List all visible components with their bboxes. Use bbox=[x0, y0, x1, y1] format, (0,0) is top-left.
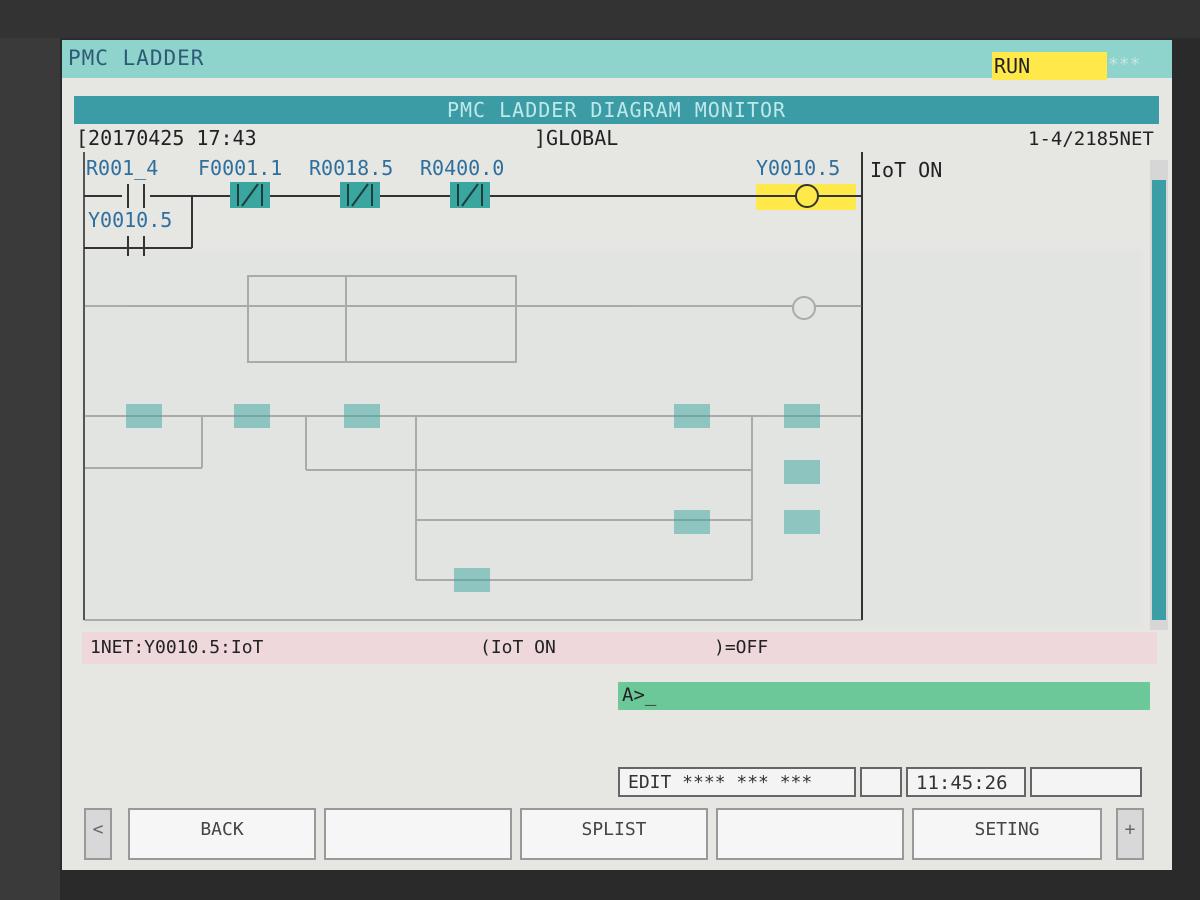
mode-blank-box-2 bbox=[1030, 767, 1142, 797]
monitor-bezel-left bbox=[0, 0, 60, 900]
ladder-diagram bbox=[83, 152, 863, 621]
softkey-splist[interactable]: SPLIST bbox=[520, 808, 708, 860]
contact-address: R001_4 bbox=[86, 156, 159, 180]
header-bar: PMC LADDER bbox=[62, 40, 1172, 78]
monitor-title-bar: PMC LADDER DIAGRAM MONITOR bbox=[74, 96, 1159, 124]
branch-contact-address: Y0010.5 bbox=[88, 208, 173, 232]
net-info: 1NET:Y0010.5:IoT bbox=[90, 637, 264, 658]
softkey-left-arrow[interactable]: < bbox=[84, 808, 112, 860]
cnc-screen: PMC LADDER RUN *** PMC LADDER DIAGRAM MO… bbox=[62, 40, 1172, 870]
ladder-blurred-region bbox=[82, 250, 1142, 625]
command-prompt: A>_ bbox=[622, 684, 657, 706]
run-status-badge: RUN bbox=[992, 52, 1107, 80]
contact-address: F0001.1 bbox=[198, 156, 283, 180]
scrollbar-thumb[interactable] bbox=[1152, 180, 1166, 620]
mode-indicator: EDIT **** *** *** bbox=[618, 767, 856, 797]
command-input[interactable]: A>_ bbox=[618, 682, 1150, 710]
monitor-title: PMC LADDER DIAGRAM MONITOR bbox=[446, 98, 787, 122]
screen-title: PMC LADDER bbox=[68, 46, 205, 70]
softkey-right-arrow[interactable]: + bbox=[1116, 808, 1144, 860]
mode-blank-box bbox=[860, 767, 902, 797]
run-stars: *** bbox=[1108, 54, 1141, 75]
edit-mode-text: EDIT **** *** *** bbox=[628, 772, 813, 793]
contact-address: R0018.5 bbox=[309, 156, 394, 180]
monitor-bezel-top bbox=[0, 0, 1200, 38]
coil-comment: IoT ON bbox=[870, 158, 943, 182]
clock: 11:45:26 bbox=[916, 772, 1008, 794]
date-time: [20170425 17:43 bbox=[76, 126, 257, 150]
softkey-2[interactable] bbox=[324, 808, 512, 860]
softkey-seting[interactable]: SETING bbox=[912, 808, 1102, 860]
contact-address: R0400.0 bbox=[420, 156, 505, 180]
net-state: )=OFF bbox=[714, 637, 769, 658]
net-range: 1-4/2185NET bbox=[1028, 128, 1154, 150]
softkey-4[interactable] bbox=[716, 808, 904, 860]
coil-address: Y0010.5 bbox=[756, 156, 841, 180]
clock-box: 11:45:26 bbox=[906, 767, 1026, 797]
net-status-bar: 1NET:Y0010.5:IoT (IoT ON )=OFF bbox=[82, 632, 1157, 664]
softkey-row: < BACK SPLIST SETING + bbox=[84, 808, 1164, 863]
program-mode: ]GLOBAL bbox=[534, 126, 619, 150]
net-comment: (IoT ON bbox=[480, 637, 556, 658]
softkey-back[interactable]: BACK bbox=[128, 808, 316, 860]
